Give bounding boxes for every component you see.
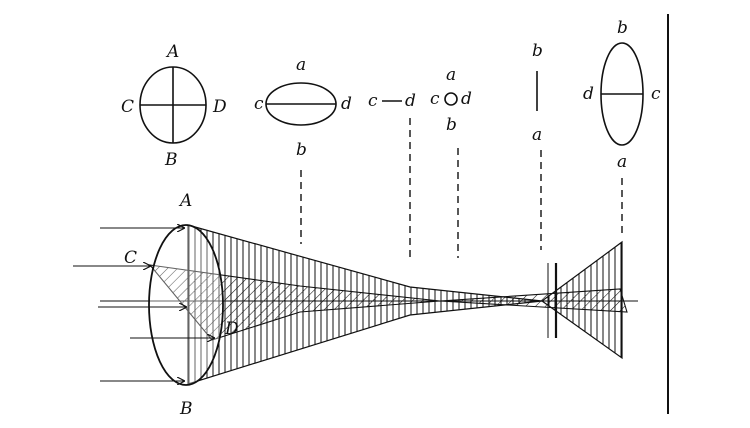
lens-ellipse — [148, 224, 224, 386]
label-s1-right: d — [341, 94, 352, 114]
label-s2-right: d — [405, 91, 416, 111]
label-s5-top: b — [617, 18, 628, 38]
label-s3-top: a — [446, 65, 456, 85]
beam-horizontal-meridian — [148, 264, 628, 341]
label-beam-D: D — [224, 319, 239, 339]
label-s1-bottom: b — [296, 140, 307, 160]
label-beam-A: A — [178, 191, 192, 211]
label-beam-B: B — [179, 399, 193, 419]
section-2-horizontal-line: c d — [368, 91, 416, 111]
section-3-small-circle: a b c d — [430, 65, 472, 135]
label-s4-top: b — [532, 41, 543, 61]
label-s5-bottom: a — [617, 152, 627, 172]
beam-vertical-meridian — [187, 224, 623, 385]
section-5-vertical-ellipse: b a d c — [583, 18, 661, 172]
label-s2-left: c — [368, 91, 378, 111]
label-s5-right: c — [651, 84, 661, 104]
lens-cross-section: A B C D — [121, 42, 227, 170]
label-s4-bottom: a — [532, 125, 542, 145]
label-lens-A: A — [165, 42, 179, 62]
beam-diagram: A B C D — [73, 191, 638, 419]
label-s3-right: d — [461, 89, 472, 109]
label-lens-C: C — [121, 97, 134, 117]
projection-dashed-lines — [300, 118, 623, 258]
label-s1-top: a — [296, 55, 306, 75]
label-lens-D: D — [212, 97, 227, 117]
label-s1-left: c — [254, 94, 264, 114]
label-lens-B: B — [164, 150, 178, 170]
label-s5-left: d — [583, 84, 594, 104]
section-4-vertical-line: b a — [532, 41, 543, 145]
label-s3-bottom: b — [446, 115, 457, 135]
label-beam-C: C — [124, 248, 137, 268]
label-s3-left: c — [430, 89, 440, 109]
section-1-horizontal-ellipse: a b c d — [254, 55, 352, 160]
